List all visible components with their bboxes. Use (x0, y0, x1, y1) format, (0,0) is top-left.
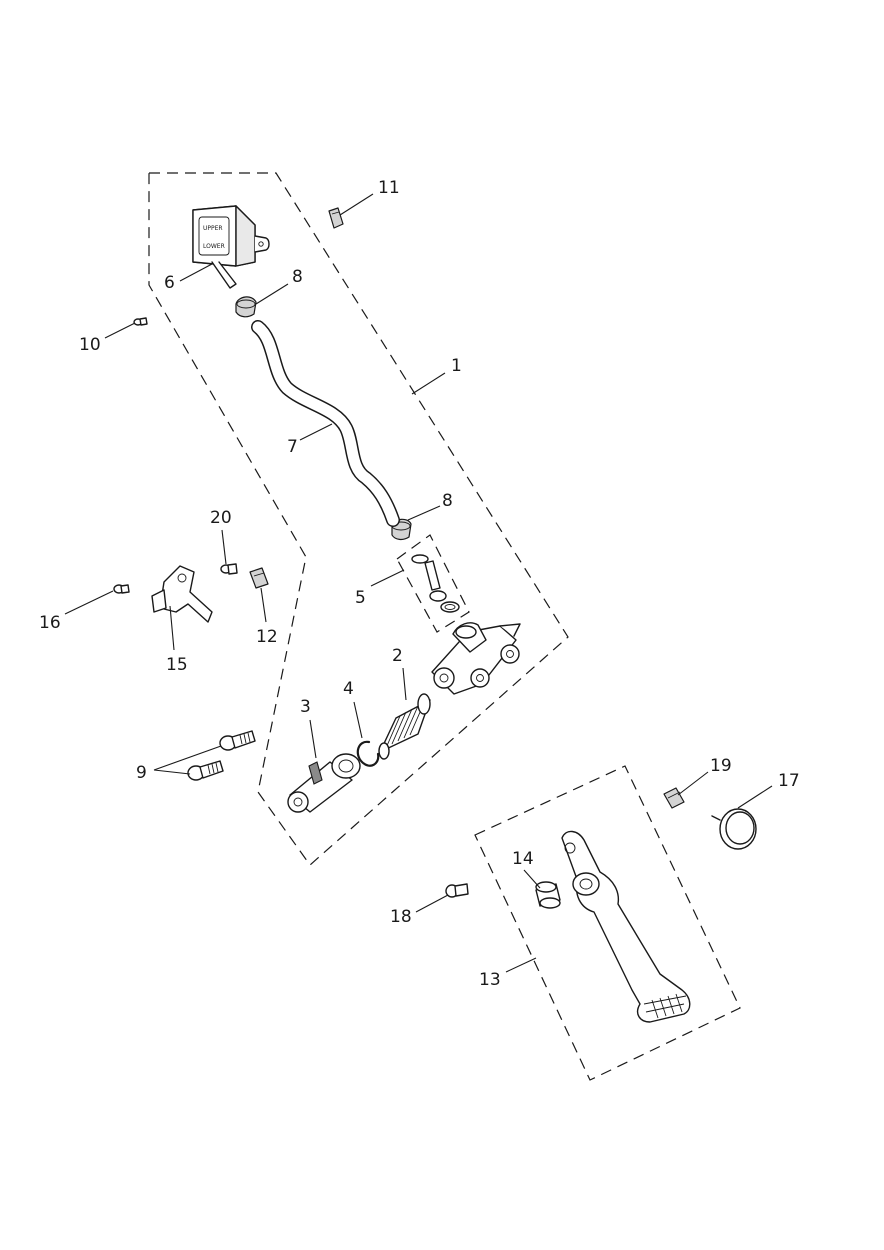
leader-17 (737, 785, 773, 809)
callout-11: 11 (378, 178, 400, 198)
callout-7: 7 (287, 437, 298, 457)
callout-2: 2 (392, 646, 403, 666)
callout-3: 3 (300, 697, 311, 717)
bracket-clip (249, 567, 269, 589)
leader-7 (299, 423, 333, 441)
piston-assembly (378, 693, 431, 760)
callout-20: 20 (210, 508, 232, 528)
leader-3 (309, 719, 317, 759)
callout-16: 16 (39, 613, 61, 633)
brake-pedal (561, 830, 691, 1023)
callout-4: 4 (343, 679, 354, 699)
leader-5 (370, 569, 405, 587)
circlip (356, 740, 380, 767)
callout-10: 10 (79, 335, 101, 355)
leader-14 (523, 869, 541, 889)
leader-9b (153, 769, 191, 775)
brake-switch-bracket (151, 565, 213, 623)
reservoir-lower-mark: LOWER (203, 243, 225, 250)
leader-8b (407, 505, 441, 521)
leader-2 (402, 667, 407, 701)
group-outline-seal-kit (396, 534, 470, 633)
leader-12 (260, 587, 267, 623)
callout-15: 15 (166, 655, 188, 675)
leader-6 (179, 263, 213, 282)
leader-19 (677, 771, 709, 796)
pedal-bushing (535, 881, 561, 909)
master-cylinder-body (431, 622, 521, 695)
callout-5: 5 (355, 588, 366, 608)
leader-13 (505, 957, 537, 973)
group-outline-master-cylinder-assembly (148, 172, 569, 866)
callout-12: 12 (256, 627, 278, 647)
seal-kit (411, 554, 460, 613)
leader-10 (104, 322, 136, 339)
callout-9: 9 (136, 763, 147, 783)
leader-16 (64, 590, 114, 615)
group-outline-brake-pedal (474, 765, 741, 1081)
reservoir-hose (251, 320, 400, 527)
fitting (220, 563, 238, 575)
callout-18: 18 (390, 907, 412, 927)
callout-1: 1 (451, 356, 462, 376)
screw-switch (113, 584, 130, 594)
reservoir-upper-mark: UPPER (203, 225, 223, 232)
callout-17: 17 (778, 771, 800, 791)
leader-4 (353, 701, 363, 739)
callout-6: 6 (164, 273, 175, 293)
callout-8b: 8 (442, 491, 453, 511)
hose-clamp-upper (235, 296, 257, 318)
callout-13: 13 (479, 970, 501, 990)
leader-11 (339, 193, 374, 216)
return-spring (711, 808, 757, 850)
leader-18 (415, 894, 449, 913)
leader-8a (255, 283, 289, 305)
bolt-upper (219, 730, 256, 751)
leader-20 (221, 529, 227, 565)
hose-clip (328, 207, 344, 229)
screw-small (133, 317, 148, 326)
callout-8a: 8 (292, 267, 303, 287)
pushrod-clevis (287, 753, 361, 813)
callout-14: 14 (512, 849, 534, 869)
spring-clip (663, 787, 685, 809)
leader-1 (411, 372, 446, 395)
reservoir: UPPER LOWER (192, 205, 270, 289)
bolt-lower (187, 760, 224, 781)
leader-9a (153, 745, 222, 771)
pivot-pin (445, 883, 469, 898)
callout-19: 19 (710, 756, 732, 776)
leader-15 (169, 605, 175, 651)
